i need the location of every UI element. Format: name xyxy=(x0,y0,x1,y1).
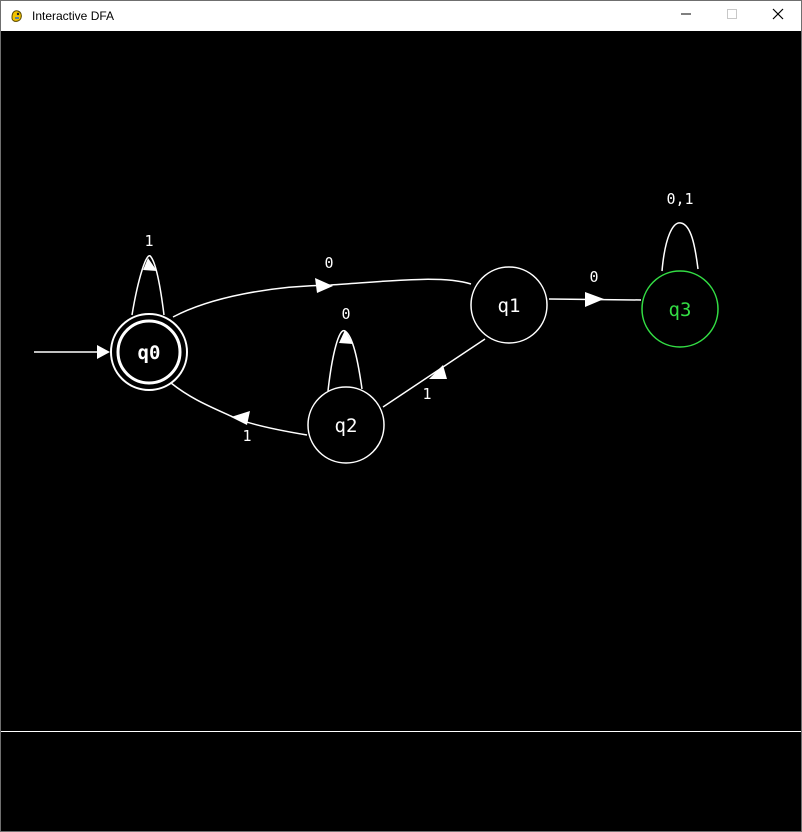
close-icon xyxy=(772,7,784,25)
input-panel[interactable] xyxy=(1,732,801,831)
panel-divider xyxy=(1,731,801,732)
start-arrow xyxy=(34,345,110,359)
transition-label: 0 xyxy=(324,254,333,272)
state-label: q0 xyxy=(138,342,161,364)
state-q3[interactable]: q3 xyxy=(641,270,719,348)
close-button[interactable] xyxy=(755,1,801,31)
minimize-button[interactable] xyxy=(663,1,709,31)
dfa-diagram: 1 0 0 1 xyxy=(34,190,719,464)
transition-label: 0 xyxy=(589,268,598,286)
dfa-canvas[interactable]: 1 0 0 1 xyxy=(1,31,801,731)
state-label: q3 xyxy=(669,299,692,321)
state-q0[interactable]: q0 xyxy=(110,313,188,391)
state-label: q2 xyxy=(335,415,358,437)
transition-q2-q2: 0 xyxy=(327,305,363,392)
transition-label: 1 xyxy=(144,232,153,250)
transition-q2-q0: 1 xyxy=(170,382,308,445)
transition-label: 1 xyxy=(242,427,251,445)
minimize-icon xyxy=(680,7,692,25)
title-bar[interactable]: Interactive DFA xyxy=(1,1,801,31)
maximize-icon xyxy=(726,7,738,25)
transition-q1-q3: 0 xyxy=(548,268,642,307)
transition-label: 1 xyxy=(422,385,431,403)
window-controls xyxy=(663,1,801,31)
state-q2[interactable]: q2 xyxy=(307,386,385,464)
pygame-snake-icon xyxy=(9,8,25,24)
transition-label: 0 xyxy=(341,305,350,323)
transition-q1-q2: 1 xyxy=(382,338,486,408)
transition-q0-q0: 1 xyxy=(131,232,165,316)
transition-q0-q1: 0 xyxy=(172,254,472,318)
window-title: Interactive DFA xyxy=(32,9,115,23)
state-q1[interactable]: q1 xyxy=(470,266,548,344)
state-label: q1 xyxy=(498,295,521,317)
transition-label: 0,1 xyxy=(666,190,693,208)
maximize-button[interactable] xyxy=(709,1,755,31)
transition-q3-q3: 0,1 xyxy=(661,190,699,272)
